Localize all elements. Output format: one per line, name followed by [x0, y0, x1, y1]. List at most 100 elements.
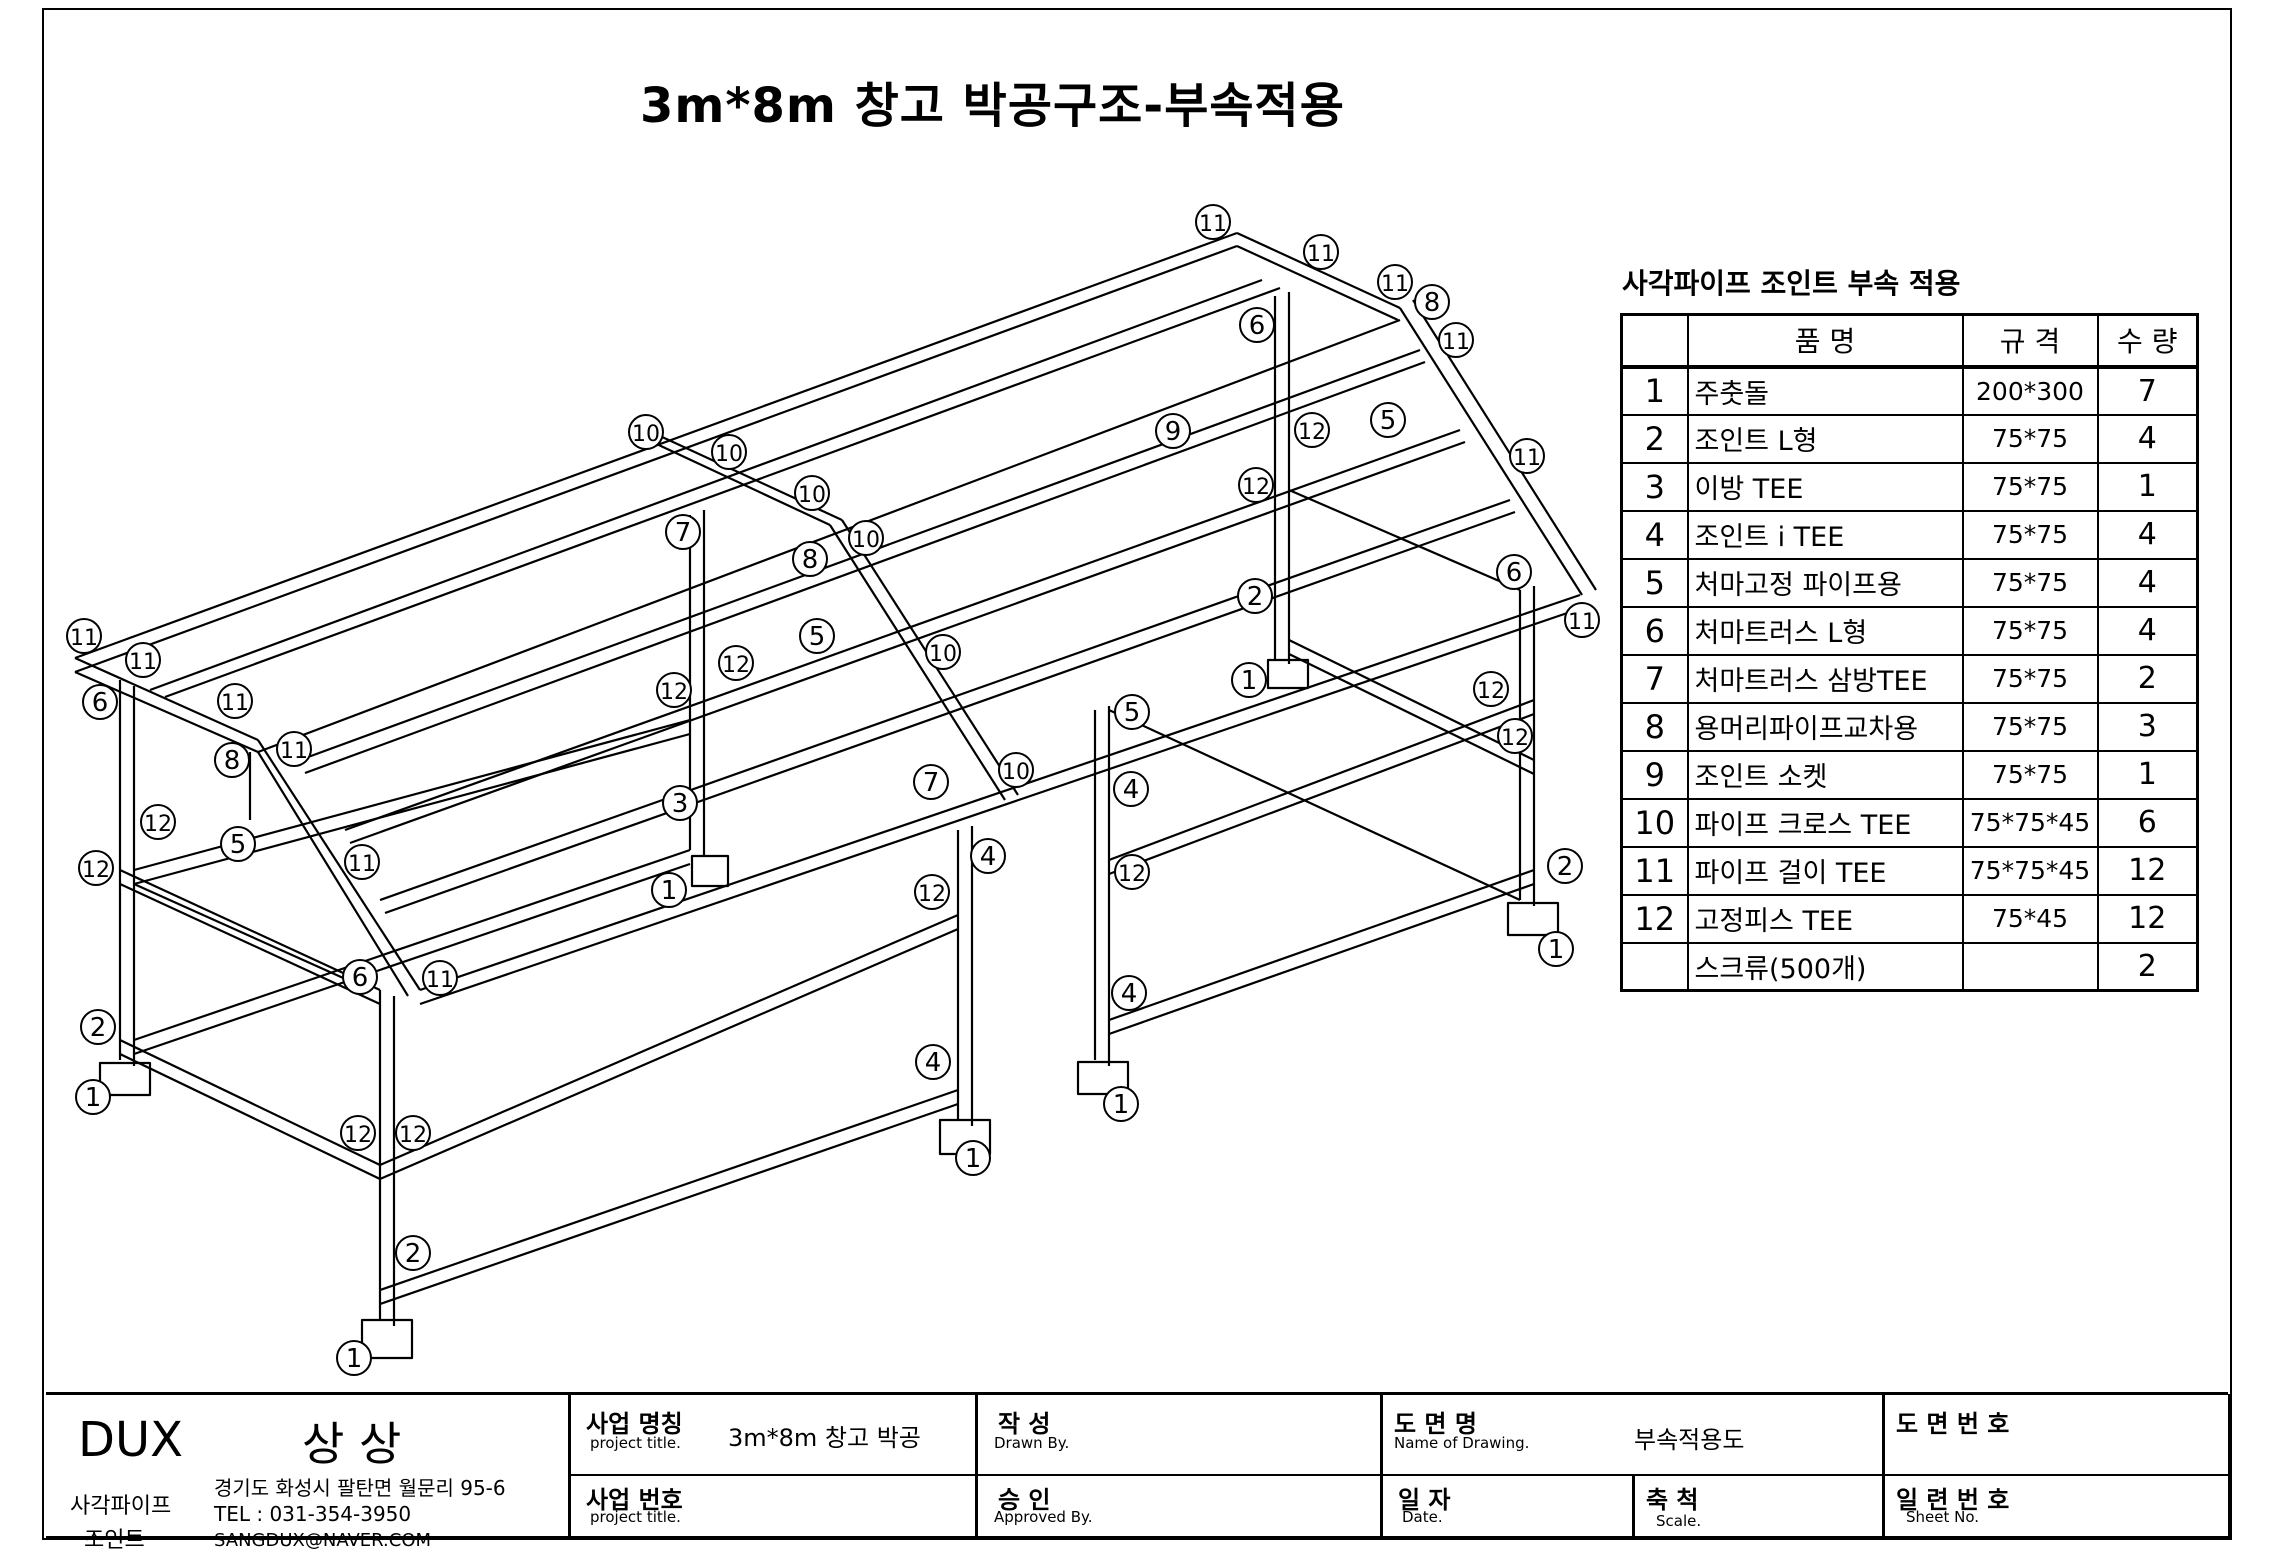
callout-marker: 1 [336, 1340, 372, 1376]
bom-cell-spec: 75*75 [1961, 701, 2099, 752]
callout-marker: 4 [1113, 771, 1149, 807]
callout-marker: 1 [75, 1079, 111, 1115]
callout-number: 4 [980, 842, 997, 872]
company-name: DUX [78, 1412, 183, 1468]
callout-circle [1547, 848, 1583, 884]
bom-header-no [1620, 313, 1689, 369]
callout-marker: 12 [78, 850, 114, 886]
callout-marker: 3 [662, 785, 698, 821]
bom-cell-no: 2 [1620, 413, 1689, 464]
bom-cell-name: 파이프 걸이 TEE [1686, 845, 1964, 896]
callout-number: 11 [1442, 330, 1470, 355]
callout-marker: 12 [395, 1115, 431, 1151]
bom-cell-no: 7 [1620, 653, 1689, 704]
callout-number: 4 [1123, 775, 1140, 805]
dept-line-2: 조인트 [84, 1528, 145, 1553]
callout-number: 12 [144, 812, 172, 837]
callout-circle [217, 683, 253, 719]
scale-label-en: Scale. [1656, 1512, 1702, 1530]
callout-number: 2 [1557, 852, 1574, 882]
callout-marker: 9 [1155, 413, 1191, 449]
project-name-label-en: project title. [590, 1434, 681, 1452]
bom-cell-spec [1961, 941, 2099, 992]
bom-cell-name: 고정피스 TEE [1686, 893, 1964, 944]
bom-cell-no: 8 [1620, 701, 1689, 752]
callout-circle [1103, 1086, 1139, 1122]
callout-circle [915, 1044, 951, 1080]
callout-marker: 1 [955, 1140, 991, 1176]
callout-circle [340, 1115, 376, 1151]
bom-row: 스크류(500개)2 [1620, 941, 2199, 992]
sheet-number-label-en: Sheet No. [1906, 1508, 1980, 1526]
callout-circle [1414, 284, 1450, 320]
bom-cell-qty: 2 [2096, 653, 2199, 704]
callout-number: 11 [348, 852, 376, 877]
callout-number: 12 [1242, 475, 1270, 500]
callout-circle [656, 672, 692, 708]
drawing-title: 3m*8m 창고 박공구조-부속적용 [640, 78, 1345, 134]
divider [46, 1536, 2230, 1538]
callout-circle [1113, 771, 1149, 807]
bom-header-qty: 수 량 [2096, 313, 2199, 369]
callout-marker: 12 [1497, 718, 1533, 754]
bom-cell-name: 처마트러스 삼방TEE [1686, 653, 1964, 704]
title-block [46, 1392, 2228, 1541]
callout-marker: 5 [799, 618, 835, 654]
callout-circle [1496, 554, 1532, 590]
callout-marker: 1 [1231, 662, 1267, 698]
bom-cell-spec: 75*75*45 [1961, 797, 2099, 848]
callout-number: 12 [660, 680, 688, 705]
callout-number: 5 [809, 622, 826, 652]
callout-marker: 11 [1564, 602, 1600, 638]
callout-marker: 10 [925, 634, 961, 670]
callout-number: 12 [399, 1123, 427, 1148]
callout-marker: 11 [344, 844, 380, 880]
callout-marker: 12 [718, 645, 754, 681]
callout-number: 2 [405, 1239, 422, 1269]
divider [570, 1474, 2230, 1476]
callout-circle [711, 434, 747, 470]
callout-number: 11 [426, 968, 454, 993]
callout-number: 8 [802, 545, 819, 575]
callout-number: 1 [1241, 666, 1258, 696]
callout-number: 10 [798, 483, 826, 508]
callout-marker: 2 [1237, 578, 1273, 614]
callout-number: 1 [965, 1144, 982, 1174]
callout-circle [1238, 467, 1274, 503]
drawing-name-value: 부속적용도 [1634, 1426, 1745, 1454]
callout-circle [1438, 322, 1474, 358]
project-name-label: 사업 명칭 [586, 1410, 683, 1438]
bom-cell-qty: 4 [2096, 557, 2199, 608]
bom-cell-name: 조인트 L형 [1686, 413, 1964, 464]
bom-cell-spec: 75*75 [1961, 461, 2099, 512]
callout-number: 5 [1124, 698, 1141, 728]
callout-marker: 12 [914, 874, 950, 910]
callout-number: 11 [221, 691, 249, 716]
callout-circle [1114, 694, 1150, 730]
project-name-value: 3m*8m 창고 박공 [728, 1424, 921, 1452]
callout-circle [422, 960, 458, 996]
callout-circle [970, 838, 1006, 874]
bom-cell-name: 주춧돌 [1686, 365, 1964, 416]
callout-marker: 2 [395, 1235, 431, 1271]
sheet-number-label: 일 련 번 호 [1896, 1486, 2010, 1514]
callout-circle [718, 645, 754, 681]
dept-line-1: 사각파이프 [70, 1494, 172, 1519]
bom-cell-qty: 4 [2096, 413, 2199, 464]
drawn-by-label: 작 성 [998, 1410, 1051, 1438]
callout-marker: 12 [140, 804, 176, 840]
callout-circle [342, 959, 378, 995]
callout-circle [1155, 413, 1191, 449]
telephone: TEL : 031-354-3950 [214, 1502, 412, 1526]
callout-circle [792, 541, 828, 577]
bom-cell-spec: 75*75 [1961, 413, 2099, 464]
callout-circle [78, 850, 114, 886]
bom-cell-spec: 75*45 [1961, 893, 2099, 944]
bom-cell-no: 12 [1620, 893, 1689, 944]
